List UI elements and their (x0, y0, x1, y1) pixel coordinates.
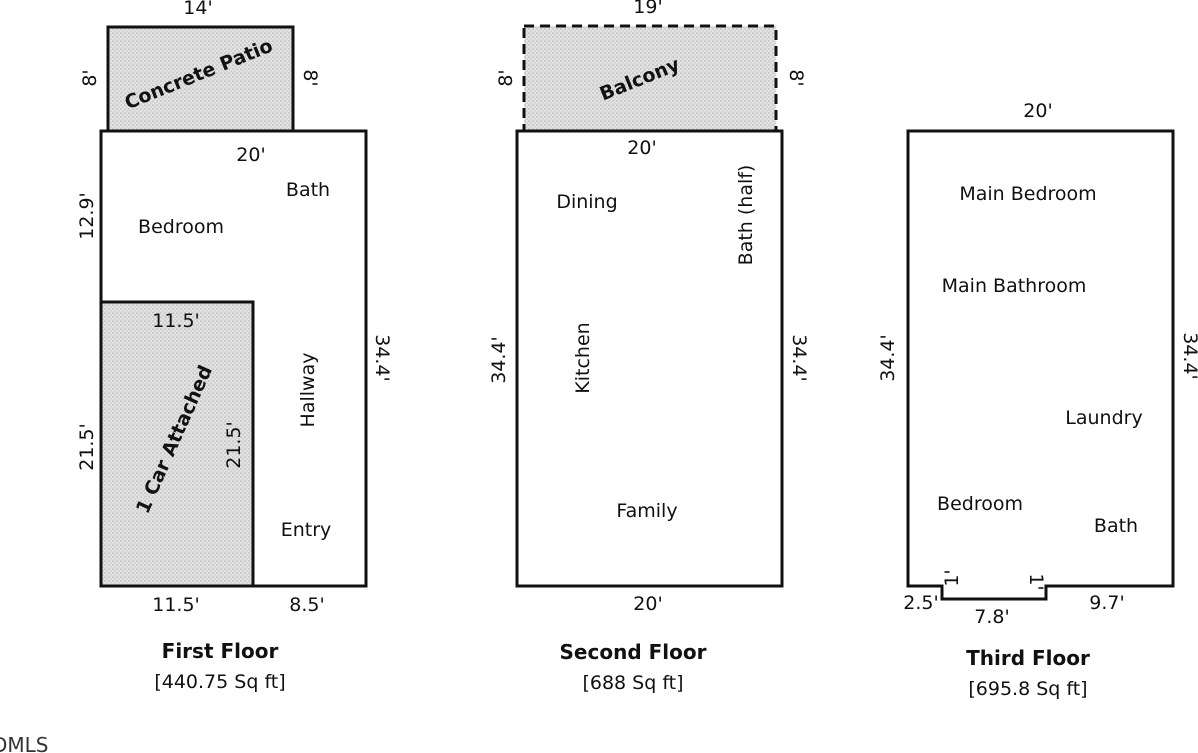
room-main-bathroom: Main Bathroom (942, 275, 1087, 297)
second-floor-area: [688 Sq ft] (582, 672, 683, 694)
room-kitchen: Kitchen (572, 322, 594, 393)
third-floor-outline (906, 129, 1175, 601)
second-floor-bottom-width: 20' (633, 593, 662, 615)
room-bath-half: Bath (half) (735, 165, 757, 266)
garage-left-depth-dimension: 21.5' (76, 423, 98, 471)
patio-width-dimension: 14' (183, 0, 212, 19)
room-bedroom-first: Bedroom (138, 216, 224, 238)
second-floor-top-width: 20' (627, 137, 656, 159)
first-floor-title: First Floor (162, 639, 279, 663)
third-floor-bottom-left-width: 2.5' (903, 592, 938, 614)
third-floor-top-width: 20' (1023, 100, 1052, 122)
concrete-patio-area (106, 25, 295, 134)
room-bath-first: Bath (286, 179, 330, 201)
first-floor-total-depth: 34.4' (371, 334, 393, 382)
mls-watermark: DMLS (0, 733, 49, 753)
balcony-width-dimension: 19' (633, 0, 662, 18)
notch-right-depth: 1' (1025, 573, 1047, 590)
room-main-bedroom: Main Bedroom (959, 183, 1096, 205)
second-floor-right-depth: 34.4' (788, 334, 810, 382)
third-floor-bottom-mid-width: 7.8' (974, 606, 1009, 628)
bedroom-depth-dimension: 12.9' (76, 192, 98, 240)
second-floor-left-depth: 34.4' (488, 336, 510, 384)
patio-left-depth-dimension: 8' (79, 69, 101, 86)
notch-left-depth: 1' (941, 569, 963, 586)
third-floor-left-depth: 34.4' (877, 334, 899, 382)
second-floor-outline (515, 129, 784, 588)
garage-top-width: 11.5' (152, 310, 200, 332)
first-floor-top-width: 20' (236, 144, 265, 166)
room-dining: Dining (556, 191, 617, 213)
first-floor-plan: 14' 8' 8' Concrete Patio 20' Bath Bedroo… (76, 0, 393, 693)
first-floor-bottom-right-width: 8.5' (289, 594, 324, 616)
third-floor-bottom-right-width: 9.7' (1089, 592, 1124, 614)
first-floor-bottom-left-width: 11.5' (152, 594, 200, 616)
balcony-right-depth-dimension: 8' (785, 69, 807, 86)
garage-area (99, 300, 255, 588)
room-hallway: Hallway (297, 353, 319, 428)
room-entry: Entry (281, 519, 332, 541)
first-floor-area: [440.75 Sq ft] (154, 671, 285, 693)
patio-right-depth-dimension: 8' (299, 69, 321, 86)
third-floor-area: [695.8 Sq ft] (968, 678, 1087, 700)
room-laundry: Laundry (1065, 407, 1142, 429)
third-floor-plan: 20' Main Bedroom Main Bathroom Laundry B… (877, 100, 1198, 700)
room-bedroom-third: Bedroom (937, 493, 1023, 515)
third-floor-right-depth: 34.4' (1179, 332, 1198, 380)
second-floor-title: Second Floor (560, 640, 707, 664)
balcony-left-depth-dimension: 8' (495, 69, 517, 86)
third-floor-title: Third Floor (966, 646, 1090, 670)
second-floor-plan: 19' 8' 8' Balcony 20' Dining Bath (half)… (488, 0, 810, 694)
garage-inner-depth-dimension: 21.5' (223, 421, 245, 469)
room-family: Family (616, 500, 677, 522)
room-bath-third: Bath (1094, 515, 1138, 537)
